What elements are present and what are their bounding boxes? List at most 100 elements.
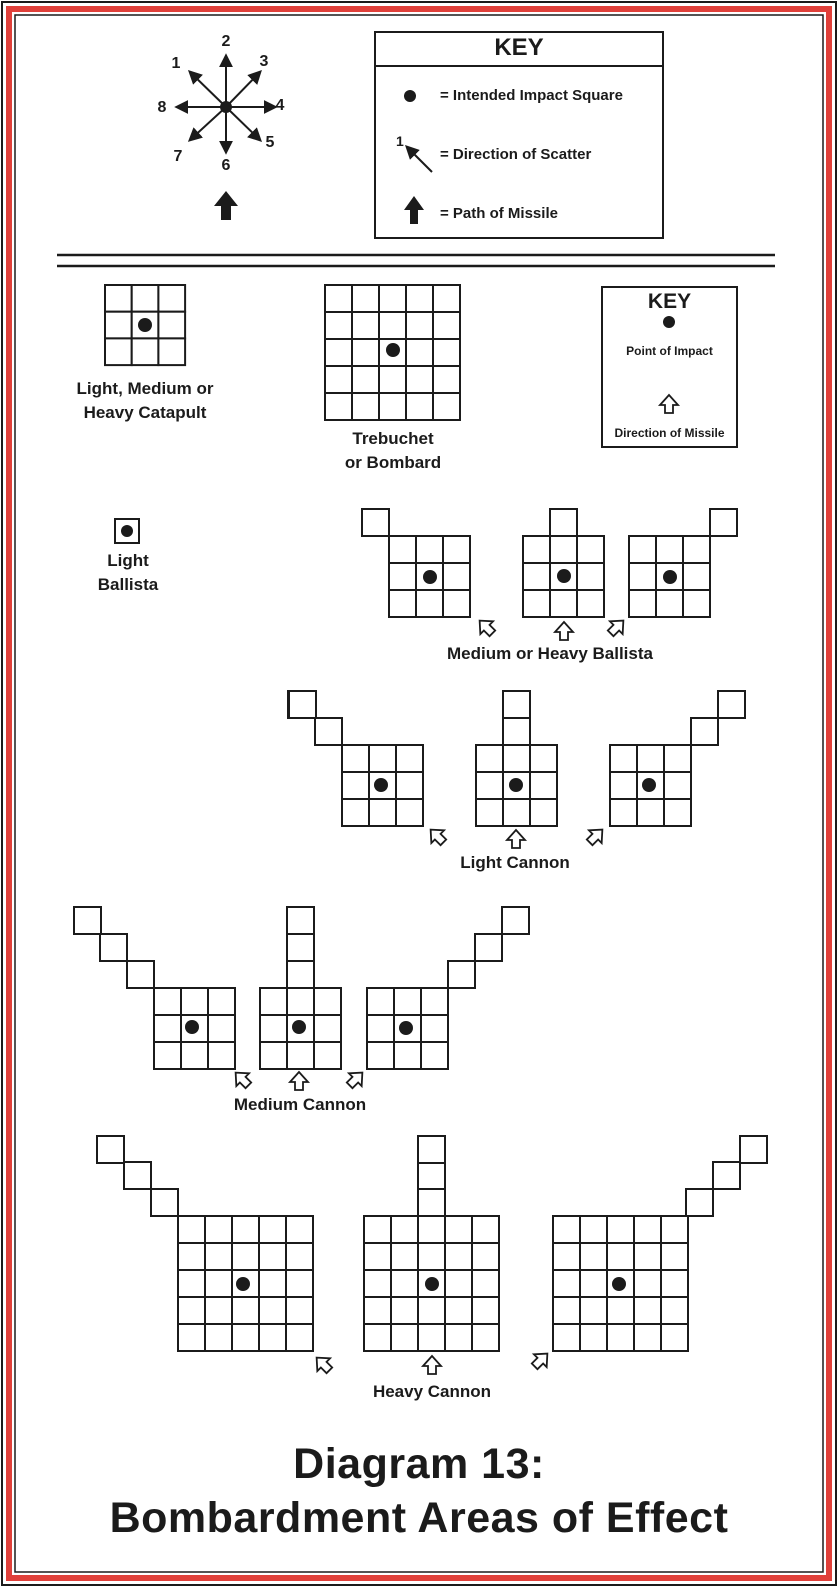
heavy-cannon-center-grid-cell (444, 1215, 473, 1244)
light-ballista-impact-dot (121, 525, 133, 537)
label-light-ballista-line2: Ballista (97, 575, 159, 594)
compass-center-dot (220, 101, 232, 113)
ballista-left-grid-cell (388, 562, 417, 591)
medium-cannon-right-impact-dot (399, 1021, 413, 1035)
medium-cannon-right-grid-cell (366, 1041, 395, 1070)
ballista-center-grid-cell (522, 535, 551, 564)
light-cannon-center-grid-cell (529, 798, 558, 827)
compass-number-1: 1 (171, 55, 181, 72)
ballista-right-grid-cell (682, 535, 711, 564)
light-cannon-center-impact-dot (509, 778, 523, 792)
heavy-cannon-left-scatter-cell (96, 1135, 125, 1164)
heavy-cannon-right-direction-icon (530, 1352, 549, 1371)
medium-cannon-left-grid-cell (207, 1041, 236, 1070)
light-cannon-left-grid-cell (395, 798, 424, 827)
trebuchet-grid-cell (378, 311, 407, 340)
heavy-cannon-left-grid-cell (285, 1323, 314, 1352)
key-item-missile: = Path of Missile (440, 205, 558, 222)
catapult-grid-cell (157, 310, 187, 340)
heavy-cannon-left-grid-cell (231, 1242, 260, 1271)
red-border (6, 6, 832, 1581)
heavy-cannon-center-grid-cell (417, 1242, 446, 1271)
light-cannon-right-grid-cell (663, 744, 692, 773)
heavy-cannon-right-grid-cell (633, 1242, 662, 1271)
heavy-cannon-center-grid-cell (417, 1215, 446, 1244)
ballista-right-scatter-cell (709, 508, 738, 537)
medium-cannon-right-grid-cell (420, 1041, 449, 1070)
heavy-cannon-right-grid-cell (579, 1242, 608, 1271)
heavy-cannon-center-grid-cell (363, 1269, 392, 1298)
ballista-center-grid-cell (549, 535, 578, 564)
trebuchet-grid-cell (405, 338, 434, 367)
heavy-cannon-right-grid-cell (606, 1242, 635, 1271)
trebuchet-grid-cell (432, 338, 461, 367)
ballista-left-grid-cell (442, 589, 471, 618)
medium-cannon-right-scatter-cell (474, 933, 503, 962)
light-cannon-right-grid-cell (609, 771, 638, 800)
ballista-right-grid-cell (628, 589, 657, 618)
heavy-cannon-right-grid-cell (552, 1269, 581, 1298)
compass-number-6: 6 (221, 157, 231, 174)
medium-cannon-left-scatter-cell (99, 933, 128, 962)
heavy-cannon-left-impact-dot (236, 1277, 250, 1291)
light-cannon-left-grid-cell (395, 744, 424, 773)
point-of-impact-icon (663, 316, 675, 328)
label-light-cannon: Light Cannon (460, 853, 570, 872)
medium-cannon-center-scatter-cell (286, 906, 315, 935)
ballista-center-scatter-cell (549, 508, 578, 537)
heavy-cannon-center-grid-cell (390, 1296, 419, 1325)
heavy-cannon-left-grid-cell (177, 1242, 206, 1271)
label-heavy-cannon: Heavy Cannon (372, 1382, 492, 1401)
heavy-cannon-center-grid-cell (363, 1242, 392, 1271)
trebuchet-impact-dot (386, 343, 400, 357)
key-box-small (601, 286, 738, 448)
trebuchet-grid-cell (324, 365, 353, 394)
heavy-cannon-right-grid-cell (579, 1269, 608, 1298)
ballista-right-grid-cell (682, 562, 711, 591)
catapult-grid-cell (130, 337, 160, 367)
compass-number-8: 8 (157, 99, 167, 116)
heavy-cannon-center-grid-cell (471, 1323, 500, 1352)
trebuchet-grid-cell (351, 392, 380, 421)
heavy-cannon-right-grid-cell (606, 1215, 635, 1244)
medium-cannon-right-grid-cell (393, 1041, 422, 1070)
small-key-point-label: Point of Impact (626, 344, 713, 358)
heavy-cannon-right-grid-cell (660, 1269, 689, 1298)
medium-cannon-left-grid-cell (153, 1041, 182, 1070)
light-cannon-center-grid-cell (475, 744, 504, 773)
medium-cannon-right-grid-cell (366, 987, 395, 1016)
heavy-cannon-right-grid-cell (660, 1323, 689, 1352)
catapult-grid-cell (104, 310, 133, 340)
heavy-cannon-left-grid-cell (204, 1242, 233, 1271)
ballista-left-grid-cell (442, 562, 471, 591)
medium-cannon-left-scatter-cell (73, 906, 102, 935)
ballista-center-grid-cell (549, 589, 578, 618)
ballista-left-impact-dot (423, 570, 437, 584)
medium-cannon-center-scatter-cell (286, 960, 315, 989)
heavy-cannon-right-grid-cell (633, 1215, 662, 1244)
heavy-cannon-center-grid-cell (444, 1296, 473, 1325)
compass-number-3: 3 (259, 53, 269, 70)
trebuchet-grid-cell (405, 284, 434, 313)
medium-cannon-center-grid-cell (259, 987, 288, 1016)
trebuchet-grid-cell (432, 284, 461, 313)
ballista-center-grid-cell (576, 535, 605, 564)
key-heading: KEY (494, 34, 544, 61)
light-cannon-center-direction-icon (504, 828, 528, 849)
light-cannon-right-grid-cell (663, 798, 692, 827)
light-cannon-right-grid-cell (636, 798, 665, 827)
heavy-cannon-right-grid-cell (579, 1215, 608, 1244)
ballista-center-grid-cell (576, 589, 605, 618)
medium-cannon-left-impact-dot (185, 1020, 199, 1034)
ballista-right-grid-cell (628, 535, 657, 564)
heavy-cannon-right-grid-cell (552, 1215, 581, 1244)
impact-grids (73, 284, 768, 1375)
key-box-top (374, 31, 664, 239)
heavy-cannon-center-scatter-cell (417, 1188, 446, 1217)
heavy-cannon-left-grid-cell (258, 1215, 287, 1244)
heavy-cannon-right-scatter-cell (685, 1188, 714, 1217)
heavy-cannon-center-impact-dot (425, 1277, 439, 1291)
missile-path-icon (214, 191, 238, 220)
light-cannon-right-impact-dot (642, 778, 656, 792)
